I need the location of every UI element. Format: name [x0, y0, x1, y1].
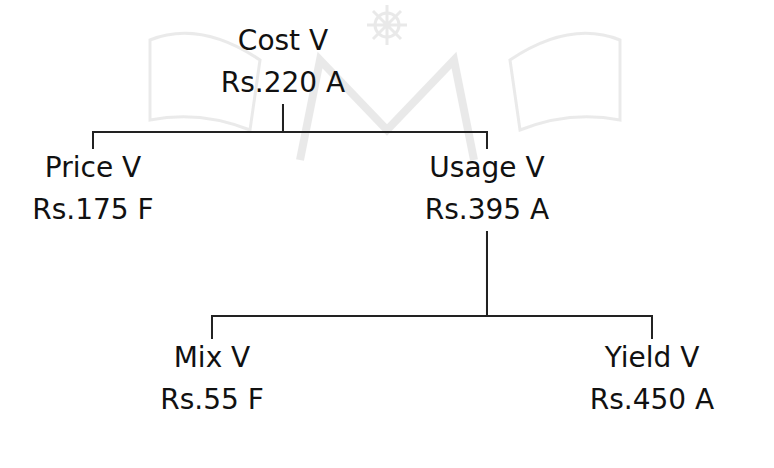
tree-node: Usage VRs.395 A [421, 145, 553, 233]
watermark-logo [150, 5, 620, 160]
variance-name: Cost V [221, 20, 345, 62]
tree-connector [283, 104, 487, 149]
variance-name: Mix V [160, 337, 264, 379]
variance-amount: Rs.55 F [160, 379, 264, 421]
tree-node: Yield VRs.450 A [586, 335, 718, 423]
variance-amount: Rs.450 A [590, 379, 714, 421]
variance-name: Yield V [590, 337, 714, 379]
tree-node: Mix VRs.55 F [156, 335, 268, 423]
tree-connector [212, 231, 487, 339]
variance-name: Price V [32, 147, 153, 189]
variance-name: Usage V [425, 147, 549, 189]
tree-connector [93, 104, 283, 149]
variance-amount: Rs.175 F [32, 189, 153, 231]
tree-node: Cost VRs.220 A [217, 18, 349, 106]
tree-connector [487, 231, 652, 339]
variance-amount: Rs.220 A [221, 62, 345, 104]
variance-amount: Rs.395 A [425, 189, 549, 231]
tree-node: Price VRs.175 F [28, 145, 157, 233]
